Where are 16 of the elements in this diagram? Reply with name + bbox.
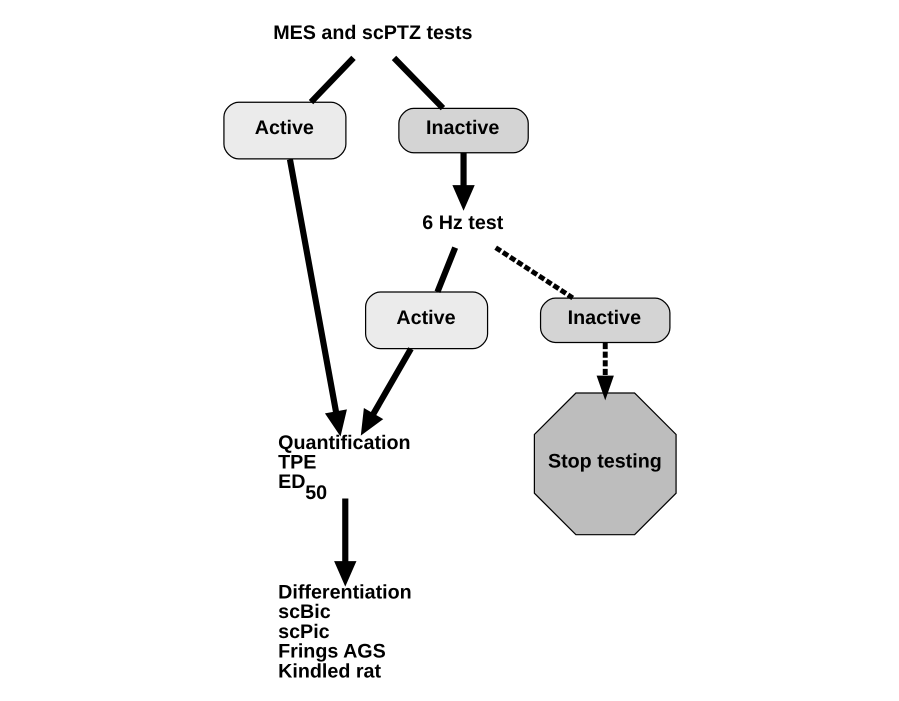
- node-box: Inactive: [539, 298, 670, 344]
- node-box: Active: [364, 291, 488, 350]
- connector: [391, 56, 445, 110]
- arrow: [596, 342, 614, 400]
- node-text: 6 Hz test: [422, 212, 503, 234]
- node-text: Differentiation scBic scPic Frings AGS Kindled rat: [278, 582, 412, 682]
- node-box: Inactive: [398, 108, 528, 154]
- connector: [434, 246, 458, 294]
- arrow: [334, 498, 356, 587]
- node-box: Active: [222, 102, 346, 160]
- node-text: MES and scPTZ tests: [272, 22, 472, 44]
- arrow: [452, 152, 474, 211]
- connector: [308, 56, 356, 104]
- connector: [494, 246, 574, 300]
- arrow: [360, 347, 414, 436]
- arrow: [286, 158, 346, 437]
